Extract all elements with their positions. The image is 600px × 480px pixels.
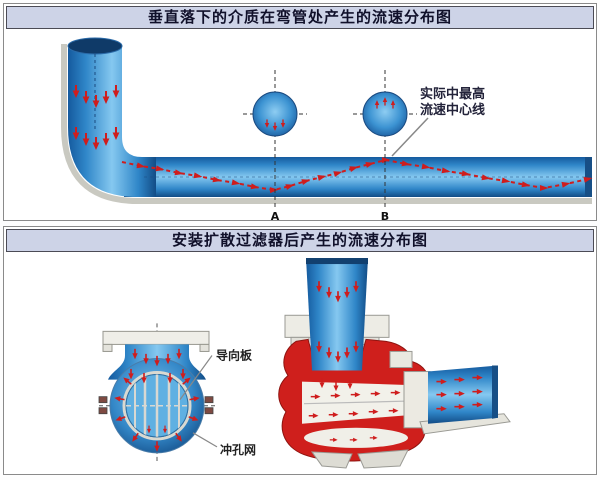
side-bolts [98,396,214,415]
panel1-title: 垂直落下的介质在弯管处产生的流速分布图 [147,8,452,26]
guide-plates [126,374,188,437]
inlet-pipe-rim [306,258,368,265]
collar-wing-right [360,314,390,338]
annotation-line1: 实际中最高 [420,86,485,102]
top-bracket [389,350,413,369]
flange-lip-left [102,343,113,352]
panel1-titlebar: 垂直落下的介质在弯管处产生的流速分布图 [6,6,594,29]
cross-section-a-circle [252,91,298,137]
panel2-title: 安装扩散过滤器后产生的流速分布图 [171,231,428,249]
panel2-titlebar: 安装扩散过滤器后产生的流速分布图 [6,229,594,252]
panel-diffuser-flow: 安装扩散过滤器后产生的流速分布图 [3,226,597,475]
section-label-a: A [271,210,280,220]
guide-plate-label: 导向板 [216,347,253,362]
diffuser-filter-diagram: 导向板 冲孔网 [98,258,511,469]
pipe-end-shade [585,157,592,197]
top-flange [102,330,210,345]
outlet-pipe-end [492,365,498,419]
pipe-inlet-opening [67,37,123,55]
screen-rim [122,371,192,441]
cross-section-b-circle [362,91,408,137]
pipe-casing [61,44,592,204]
punched-mesh-leader [192,432,218,448]
collar-wing-left [284,314,312,338]
elbow-pipe-diagram: A B 实际中最高 流速中心线 [61,37,593,220]
section-label-b: B [381,210,389,220]
vertical-pipe-elbow [68,46,156,197]
panel-elbow-flow: 垂直落下的介质在弯管处产生的流速分布图 [3,3,597,221]
bottom-plate [304,427,408,448]
base-feet [310,449,409,469]
panel1-canvas: A B 实际中最高 流速中心线 [4,30,596,220]
cutaway-inlet-pipe [306,258,368,371]
annotation-leader-line [391,117,429,157]
flange-lip-right [199,343,210,352]
panel2-canvas: 导向板 冲孔网 [4,253,596,474]
diffuser-front-view: 导向板 冲孔网 [98,323,256,462]
annotation-line2: 流速中心线 [420,102,485,118]
outlet-connector [403,371,431,429]
punched-mesh-label: 冲孔网 [220,442,256,457]
diffuser-cutaway-view [278,258,511,469]
guide-plate-leader [179,355,213,401]
